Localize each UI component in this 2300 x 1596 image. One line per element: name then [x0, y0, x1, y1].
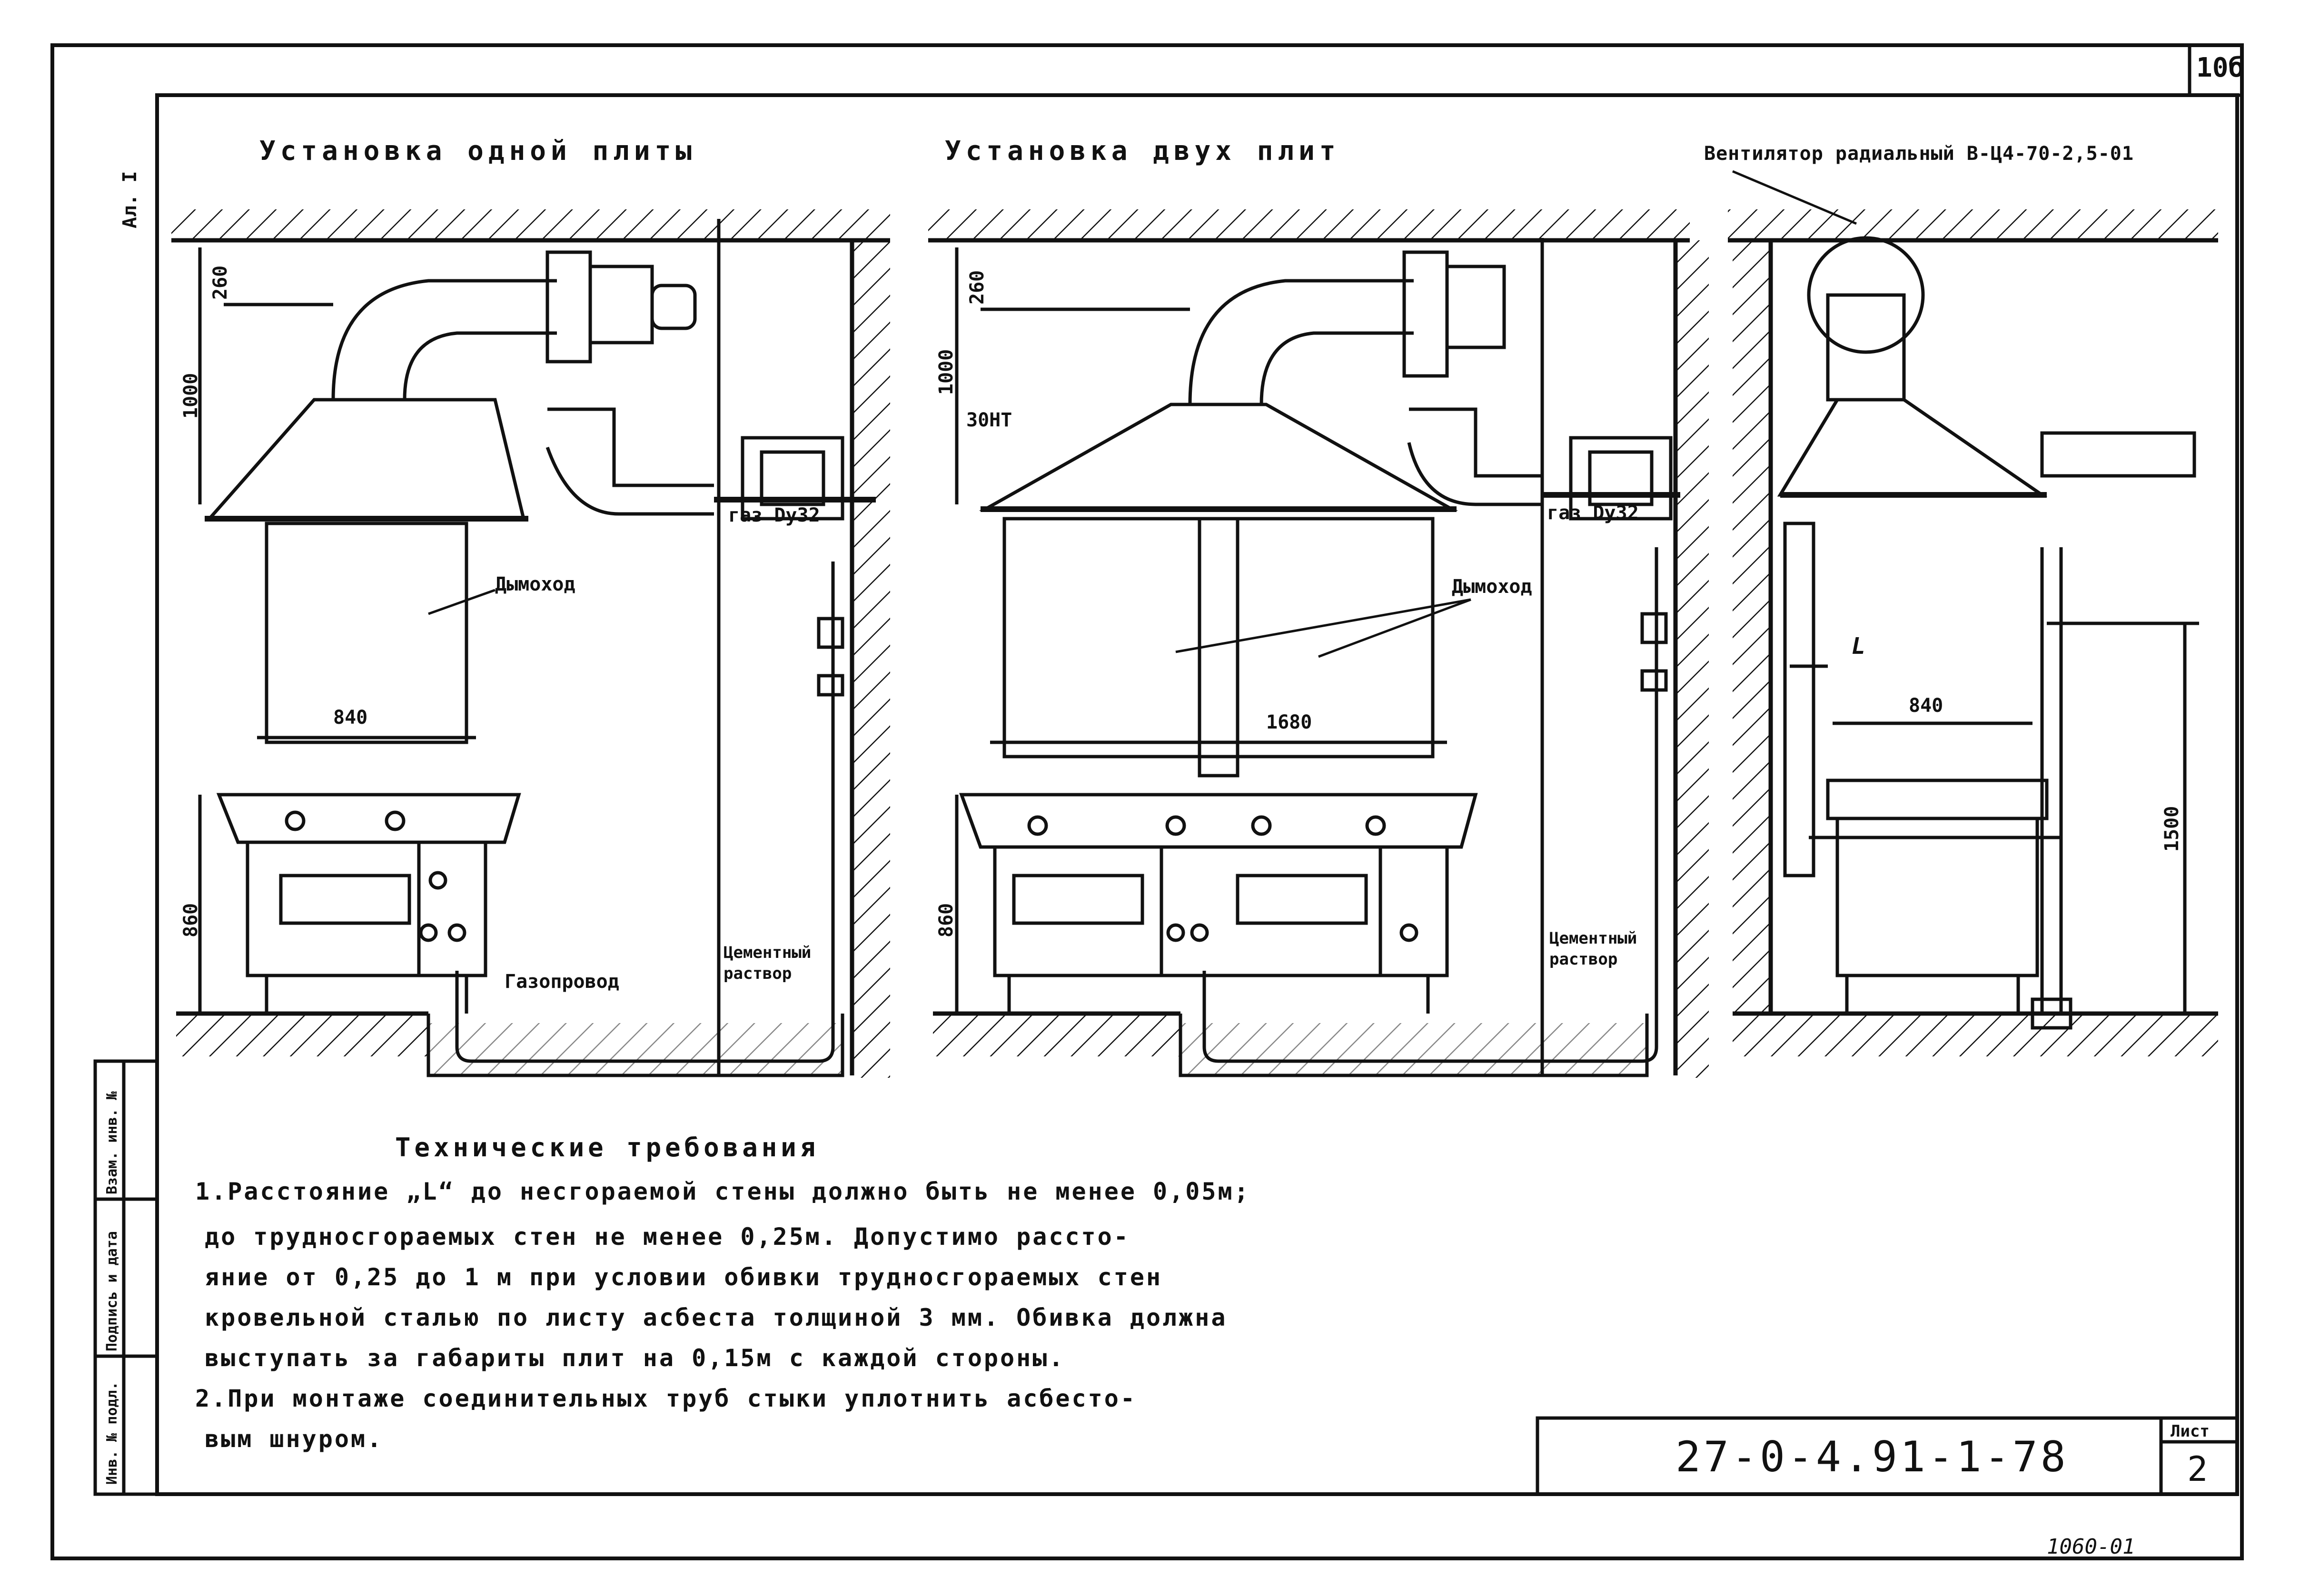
label-chimney-1: Дымоход: [495, 573, 575, 595]
sheet-label: Лист: [2171, 1422, 2210, 1441]
page-number: 10б: [2196, 52, 2245, 83]
view-single-range: [171, 209, 890, 1078]
dim-1500: 1500: [2161, 806, 2183, 852]
stamp-cell-inv: Инв. № подл.: [104, 1381, 120, 1485]
requirement-line: до трудносгораемых стен не менее 0,25м. …: [205, 1223, 1130, 1251]
label-chimney-2: Дымоход: [1452, 576, 1532, 598]
label-cement-2: Цементный раствор: [1549, 929, 1637, 969]
requirements-heading: Технические требования: [395, 1133, 820, 1163]
requirement-line: кровельной сталью по листу асбеста толщи…: [205, 1304, 1228, 1331]
requirement-line: вым шнуром.: [205, 1425, 384, 1453]
stamp-cell-signature: Подпись и дата: [104, 1231, 120, 1351]
dim-1000-a: 1000: [180, 373, 202, 419]
outer-frame: [50, 43, 2244, 1560]
label-gas-1: газ Dу32: [728, 504, 820, 526]
requirement-line: 2.При монтаже соединительных труб стыки …: [195, 1385, 1137, 1412]
dim-860-b: 860: [935, 903, 957, 937]
label-l-mark: L: [1852, 633, 1865, 660]
sheet-side-label: Ал. I: [119, 171, 141, 228]
label-cement-1: Цементный раствор: [724, 943, 812, 983]
label-gas-2: газ Dу32: [1547, 502, 1639, 524]
label-gas-pipe: Газопровод: [505, 971, 619, 993]
dim-840-a: 840: [333, 707, 368, 729]
title-two-ranges: Установка двух плит: [945, 136, 1340, 167]
requirement-line: выступать за габариты плит на 0,15м с ка…: [205, 1344, 1065, 1372]
title-single-range: Установка одной плиты: [259, 136, 697, 167]
dim-1000-b: 1000: [935, 349, 957, 395]
inner-frame: [155, 93, 2239, 1496]
dim-1680: 1680: [1266, 711, 1312, 733]
dim-860-a: 860: [180, 903, 202, 937]
dim-260-b: 260: [966, 270, 988, 305]
requirement-line: 1.Расстояние „L“ до несгораемой стены до…: [195, 1178, 1250, 1205]
view-two-ranges: [928, 209, 1709, 1078]
stamp-cell-replacement: Взам. инв. №: [104, 1091, 120, 1194]
sheet-number: 2: [2187, 1449, 2208, 1489]
label-hood: 30НТ: [966, 409, 1012, 431]
dim-840-c: 840: [1909, 695, 1943, 717]
title-fan: Вентилятор радиальный В-Ц4-70-2,5-01: [1704, 143, 2134, 165]
dim-260-a: 260: [209, 265, 231, 300]
title-block: [1536, 1416, 2239, 1496]
stamp-column: [93, 1059, 159, 1496]
requirement-line: яние от 0,25 до 1 м при условии обивки т…: [205, 1263, 1163, 1291]
page-number-box: [2188, 43, 2244, 97]
footer-code: 1060-01: [2047, 1535, 2135, 1559]
view-fan: [1728, 170, 2218, 1056]
document-number: 27-0-4.91-1-78: [1675, 1432, 2069, 1481]
